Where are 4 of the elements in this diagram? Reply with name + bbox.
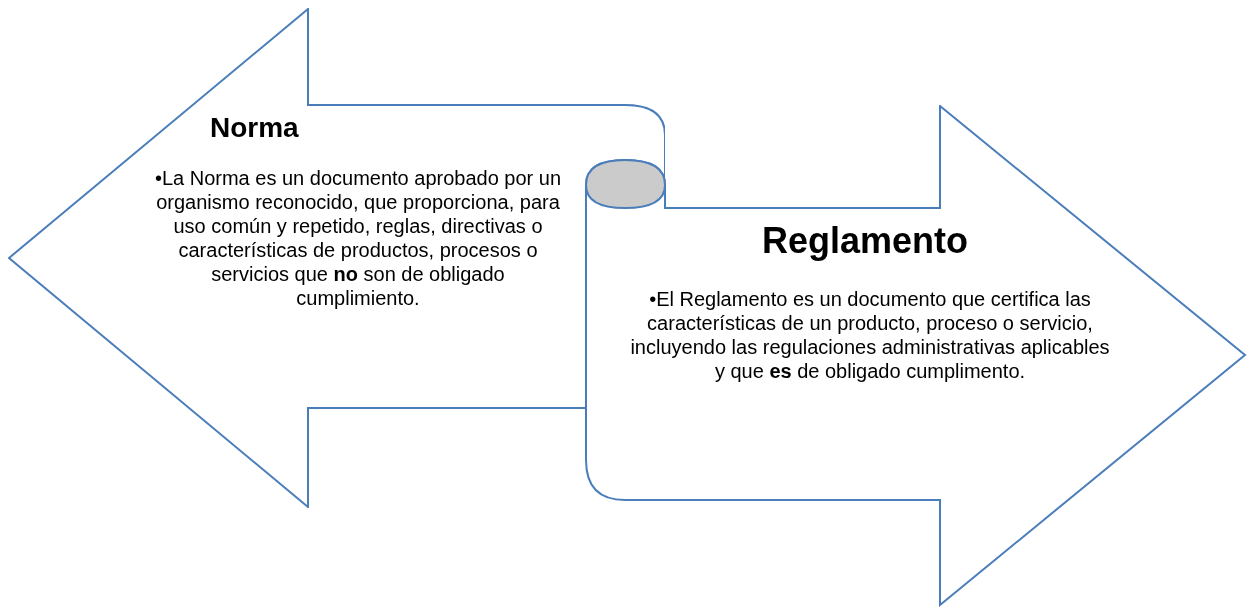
body-text: •La Norma es un documento aprobado por un organismo reconocido, que proporciona, para uso común y repetido, reglas, directivas o características de productos, procesos o servicios que no son de obligado cumplimiento.: [153, 166, 563, 310]
heading: Reglamento: [762, 220, 969, 262]
body-text: •El Reglamento es un documento que certifica las características de un producto, proceso o servicio, incluyendo las regulaciones administrativas aplicables y que es de obligado cumplimento.: [629, 287, 1111, 383]
heading: Norma: [210, 112, 299, 144]
